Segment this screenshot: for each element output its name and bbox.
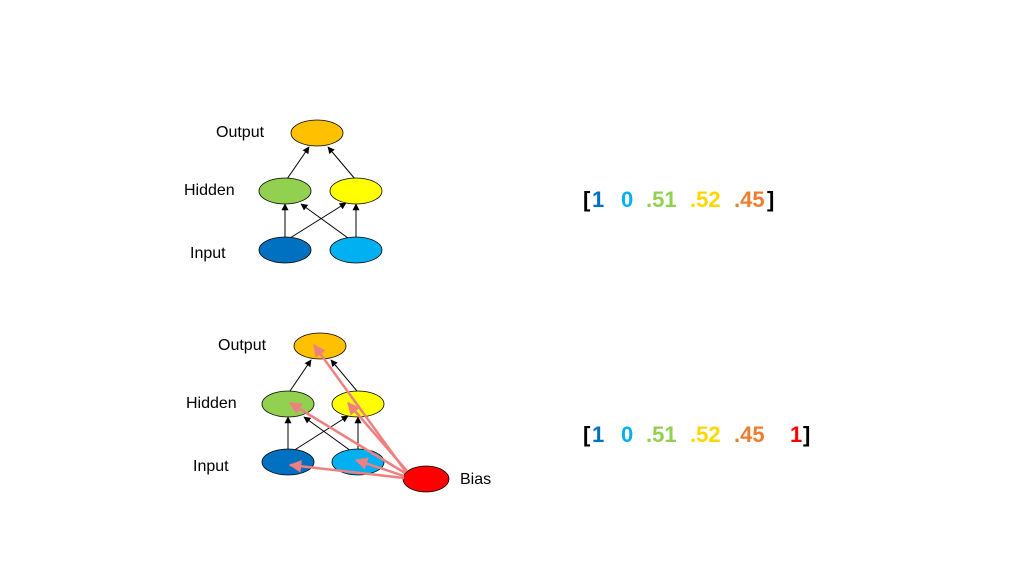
bottom-network: Output Hidden Input Bias [186,332,491,493]
bottom-bias-node [402,465,450,493]
bottom-edge-in1-h2 [292,415,349,452]
bottom-vector: [ 1 0 .51 .52 .45 1 ] [583,422,810,447]
bottom-edge-h1-out [289,359,312,392]
top-input-node-2 [329,236,383,264]
top-output-label: Output [216,124,265,141]
top-vector-open-bracket: [ [583,187,591,212]
top-edge-in2-h1 [300,203,349,239]
bottom-vector-value-4: .52 [690,422,721,447]
top-vector-value-1: 1 [592,187,604,212]
bottom-vector-value-6: 1 [790,422,802,447]
bottom-vector-value-1: 1 [592,422,604,447]
top-hidden-node-1 [258,177,312,205]
top-network: Output Hidden Input [184,119,383,264]
bias-edge-to-input-2 [354,457,405,478]
top-vector-value-2: 0 [621,187,633,212]
bottom-hidden-label: Hidden [186,395,237,412]
bias-edge-to-hidden-1 [288,401,406,475]
bias-edge-to-hidden-2 [347,402,408,472]
top-vector-value-4: .52 [690,187,721,212]
top-input-node-1 [258,236,312,264]
top-vector: [ 1 0 .51 .52 .45 ] [583,187,774,212]
top-output-node [290,119,344,147]
bottom-vector-value-5: .45 [734,422,765,447]
top-vector-close-bracket: ] [767,187,774,212]
top-hidden-label: Hidden [184,182,235,199]
top-edge-h2-out [327,146,356,180]
bottom-output-label: Output [218,337,267,354]
bottom-vector-value-3: .51 [646,422,677,447]
top-edge-h1-out [286,146,310,180]
bias-edge-to-input-1 [288,460,405,480]
top-vector-value-3: .51 [646,187,677,212]
bottom-edge-in2-h1 [303,416,352,452]
bottom-input-node-1 [261,448,315,476]
bottom-bias-label: Bias [460,471,491,488]
bottom-input-label: Input [193,458,229,475]
bottom-vector-open-bracket: [ [583,422,591,447]
top-hidden-node-2 [329,177,383,205]
top-input-label: Input [190,245,226,262]
bottom-vector-value-2: 0 [621,422,633,447]
bottom-edge-h2-out [330,359,358,392]
top-edge-in1-h2 [289,202,347,239]
bottom-vector-close-bracket: ] [803,422,810,447]
top-vector-value-5: .45 [734,187,765,212]
